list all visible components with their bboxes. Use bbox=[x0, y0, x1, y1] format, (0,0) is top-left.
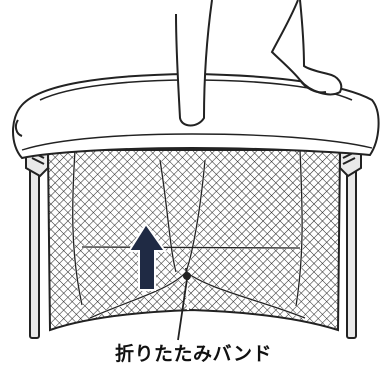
folding-band-label: 折りたたみバンド bbox=[0, 343, 387, 365]
mesh-panel bbox=[48, 150, 340, 330]
